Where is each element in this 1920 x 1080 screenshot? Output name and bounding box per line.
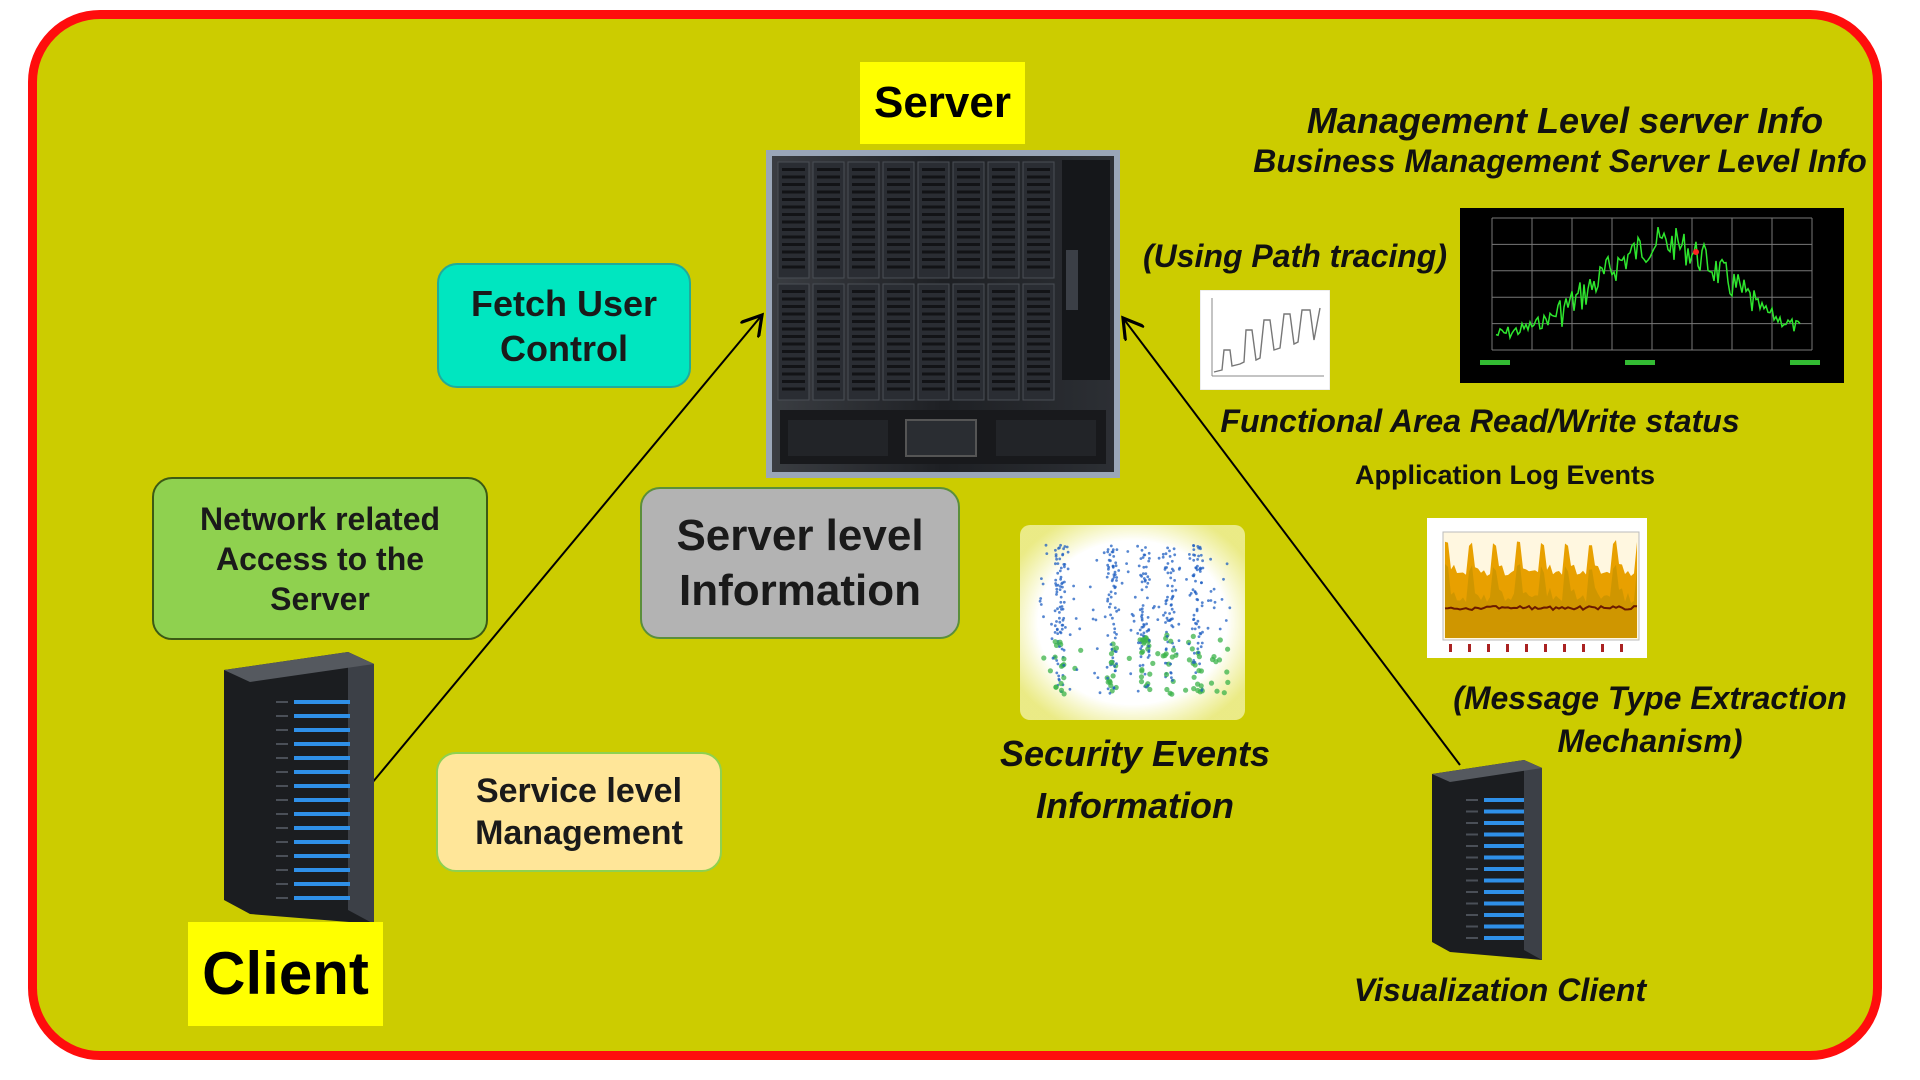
security-events-label: Security Events Information — [985, 728, 1285, 832]
security-events-text: Security Events Information — [999, 733, 1271, 827]
functional-area-label: Functional Area Read/Write status — [1220, 403, 1740, 439]
server-level-info-box: Server level Information — [640, 487, 960, 639]
service-level-mgmt-box: Service level Management — [436, 752, 722, 872]
service-level-mgmt-label: Service level Management — [475, 771, 683, 853]
visualization-client-to-server-arrow — [1123, 318, 1461, 766]
client-label: Client — [188, 922, 383, 1026]
fetch-user-control-label: Fetch User Control — [470, 282, 658, 369]
step-chart-thumbnail — [1200, 290, 1330, 390]
client-to-server-arrow — [371, 315, 762, 784]
message-type-extraction-text: (Message Type Extraction Mechanism) — [1453, 680, 1847, 760]
management-level-heading: Management Level server Info — [1306, 100, 1824, 141]
app-log-chart-thumbnail — [1427, 518, 1647, 658]
visualization-client-server-icon — [1432, 760, 1542, 960]
visualization-client-label: Visualization Client — [1353, 972, 1647, 1008]
server-rack-icon — [766, 150, 1120, 478]
fetch-user-control-box: Fetch User Control — [437, 263, 691, 388]
green-signal-chart — [1460, 208, 1844, 383]
network-access-box: Network related Access to the Server — [152, 477, 488, 640]
app-log-events-label: Application Log Events — [1354, 460, 1656, 490]
server-title: Server — [860, 62, 1025, 144]
path-tracing-label: (Using Path tracing) — [1142, 238, 1447, 274]
network-access-label: Network related Access to the Server — [199, 500, 441, 617]
security-events-chart — [1020, 525, 1245, 720]
client-server-icon — [224, 652, 374, 924]
business-management-heading: Business Management Server Level Info — [1253, 143, 1867, 179]
message-type-extraction-label: (Message Type Extraction Mechanism) — [1440, 677, 1860, 763]
server-level-info-label: Server level Information — [676, 511, 924, 615]
